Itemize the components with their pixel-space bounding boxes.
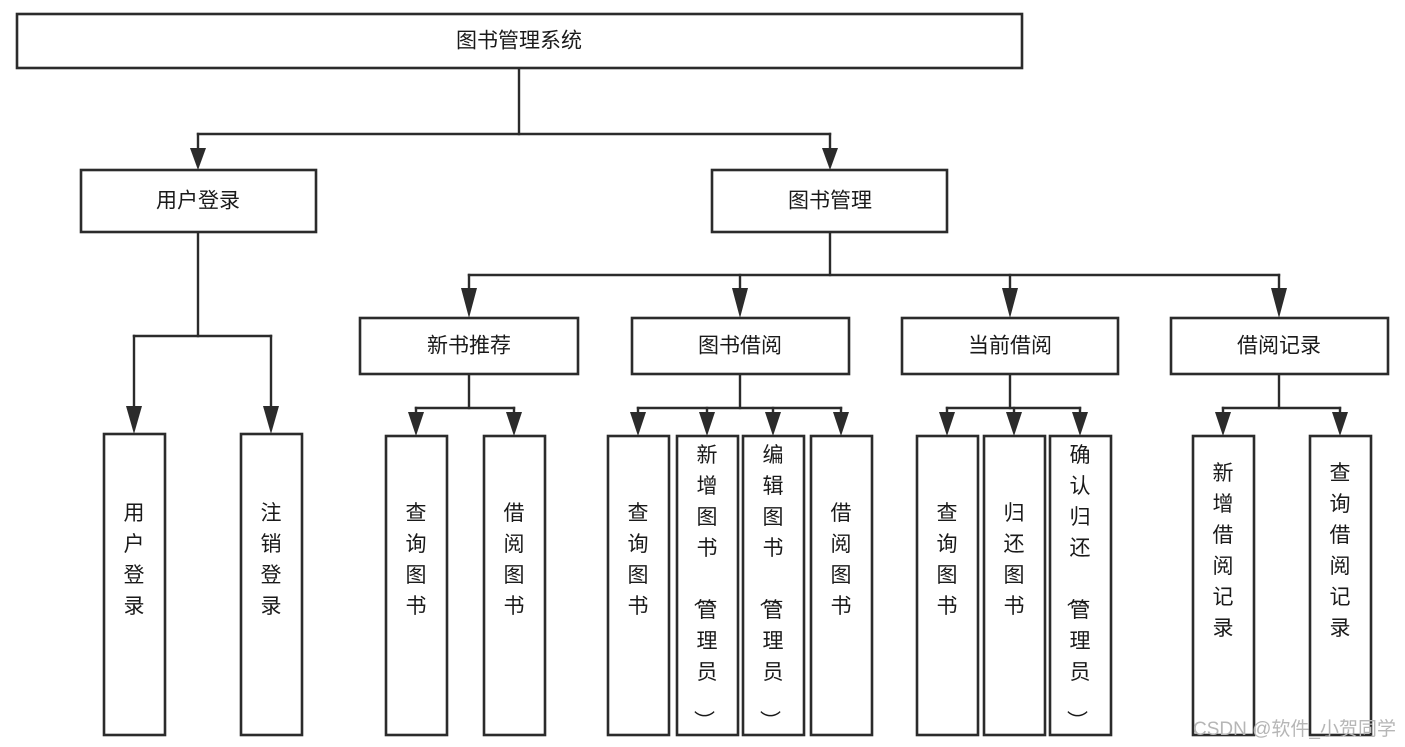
arrow-head-leaf-query-book-3: [939, 412, 955, 436]
node-leaf-query-book-1-box[interactable]: [384, 434, 449, 737]
node-user-login-box[interactable]: [79, 168, 318, 234]
arrow-head-leaf-add-book: [699, 412, 715, 436]
arrow-head-leaf-query-record: [1332, 412, 1348, 436]
node-leaf-edit-book-label: 编辑图书（管理员）: [758, 444, 784, 731]
node-leaf-query-book-3-box[interactable]: [915, 434, 980, 737]
node-leaf-return-book-label: 归还图书: [1004, 502, 1025, 618]
arrow-head-book-management: [822, 148, 838, 170]
node-book-management[interactable]: 图书管理: [710, 168, 949, 234]
node-book-borrow-label: 图书借阅: [698, 335, 782, 358]
node-leaf-logout[interactable]: 注销登录: [239, 432, 304, 737]
node-new-book-recommend-label: 新书推荐: [427, 335, 511, 358]
arrow-head-new-book-recommend: [461, 288, 477, 318]
node-leaf-borrow-book-1-box[interactable]: [482, 434, 547, 737]
arrow-head-leaf-return-book: [1006, 412, 1022, 436]
node-leaf-confirm-return-label: 确认归还（管理员）: [1065, 444, 1091, 731]
arrow-head-leaf-query-book-1: [408, 412, 424, 436]
node-leaf-borrow-book-2-label: 借阅图书: [831, 502, 852, 618]
node-book-borrow-box[interactable]: [630, 316, 851, 376]
node-leaf-add-record-label: 新增借阅记录: [1213, 462, 1234, 640]
arrow-head-leaf-logout: [263, 406, 279, 434]
node-leaf-add-record-box[interactable]: [1191, 434, 1256, 737]
node-leaf-query-book-1-label: 查询图书: [406, 502, 427, 618]
node-leaf-query-record-box[interactable]: [1308, 434, 1373, 737]
arrow-head-leaf-add-record: [1215, 412, 1231, 436]
node-book-management-box[interactable]: [710, 168, 949, 234]
node-current-borrow-label: 当前借阅: [968, 335, 1052, 358]
node-leaf-borrow-book-1-label: 借阅图书: [504, 502, 525, 618]
node-leaf-query-book-2-label: 查询图书: [628, 502, 649, 618]
arrow-head-book-borrow: [732, 288, 748, 318]
node-book-borrow[interactable]: 图书借阅: [630, 316, 851, 376]
node-leaf-user-login-box[interactable]: [102, 432, 167, 737]
node-new-book-recommend[interactable]: 新书推荐: [358, 316, 580, 376]
node-book-management-label: 图书管理: [788, 190, 872, 213]
arrow-head-leaf-borrow-book-2: [833, 412, 849, 436]
watermark-label: CSDN @软件_小贺同学: [1193, 718, 1396, 740]
node-leaf-edit-book[interactable]: 编辑图书（管理员）: [741, 434, 806, 737]
arrow-head-leaf-user-login: [126, 406, 142, 434]
arrow-head-leaf-query-book-2: [630, 412, 646, 436]
node-leaf-query-record[interactable]: 查询借阅记录: [1308, 434, 1373, 737]
node-leaf-borrow-book-2-box[interactable]: [809, 434, 874, 737]
node-leaf-add-record[interactable]: 新增借阅记录: [1191, 434, 1256, 737]
node-leaf-user-login-label: 用户登录: [124, 502, 145, 618]
node-leaf-query-record-label: 查询借阅记录: [1330, 462, 1351, 640]
node-leaf-return-book[interactable]: 归还图书: [982, 434, 1047, 737]
node-leaf-query-book-3[interactable]: 查询图书: [915, 434, 980, 737]
node-leaf-logout-label: 注销登录: [261, 502, 282, 618]
node-borrow-record-label: 借阅记录: [1237, 335, 1321, 358]
node-leaf-query-book-2-box[interactable]: [606, 434, 671, 737]
node-leaf-borrow-book-2[interactable]: 借阅图书: [809, 434, 874, 737]
arrow-head-leaf-confirm-return: [1072, 412, 1088, 436]
node-leaf-edit-book-box[interactable]: [741, 434, 806, 737]
node-leaf-query-book-3-label: 查询图书: [937, 502, 958, 618]
node-leaf-borrow-book-1[interactable]: 借阅图书: [482, 434, 547, 737]
node-leaf-return-book-box[interactable]: [982, 434, 1047, 737]
node-leaf-add-book[interactable]: 新增图书（管理员）: [675, 434, 740, 737]
node-leaf-add-book-box[interactable]: [675, 434, 740, 737]
connector-layer: [126, 66, 1348, 436]
node-current-borrow-box[interactable]: [900, 316, 1120, 376]
node-leaf-confirm-return-box[interactable]: [1048, 434, 1113, 737]
node-borrow-record[interactable]: 借阅记录: [1169, 316, 1390, 376]
arrow-head-borrow-record: [1271, 288, 1287, 318]
node-root[interactable]: 图书管理系统: [15, 12, 1024, 70]
arrow-head-leaf-edit-book: [765, 412, 781, 436]
node-user-login-label: 用户登录: [156, 190, 240, 213]
node-root-label: 图书管理系统: [456, 30, 582, 53]
node-new-book-recommend-box[interactable]: [358, 316, 580, 376]
node-leaf-add-book-label: 新增图书（管理员）: [692, 444, 718, 731]
node-user-login[interactable]: 用户登录: [79, 168, 318, 234]
node-borrow-record-box[interactable]: [1169, 316, 1390, 376]
node-leaf-query-book-1[interactable]: 查询图书: [384, 434, 449, 737]
arrow-head-current-borrow: [1002, 288, 1018, 318]
arrow-head-leaf-borrow-book-1: [506, 412, 522, 436]
node-leaf-user-login[interactable]: 用户登录: [102, 432, 167, 737]
node-leaf-logout-box[interactable]: [239, 432, 304, 737]
node-leaf-query-book-2[interactable]: 查询图书: [606, 434, 671, 737]
node-leaf-confirm-return[interactable]: 确认归还（管理员）: [1048, 434, 1113, 737]
arrow-head-user-login: [190, 148, 206, 170]
node-root-box[interactable]: [15, 12, 1024, 70]
node-current-borrow[interactable]: 当前借阅: [900, 316, 1120, 376]
